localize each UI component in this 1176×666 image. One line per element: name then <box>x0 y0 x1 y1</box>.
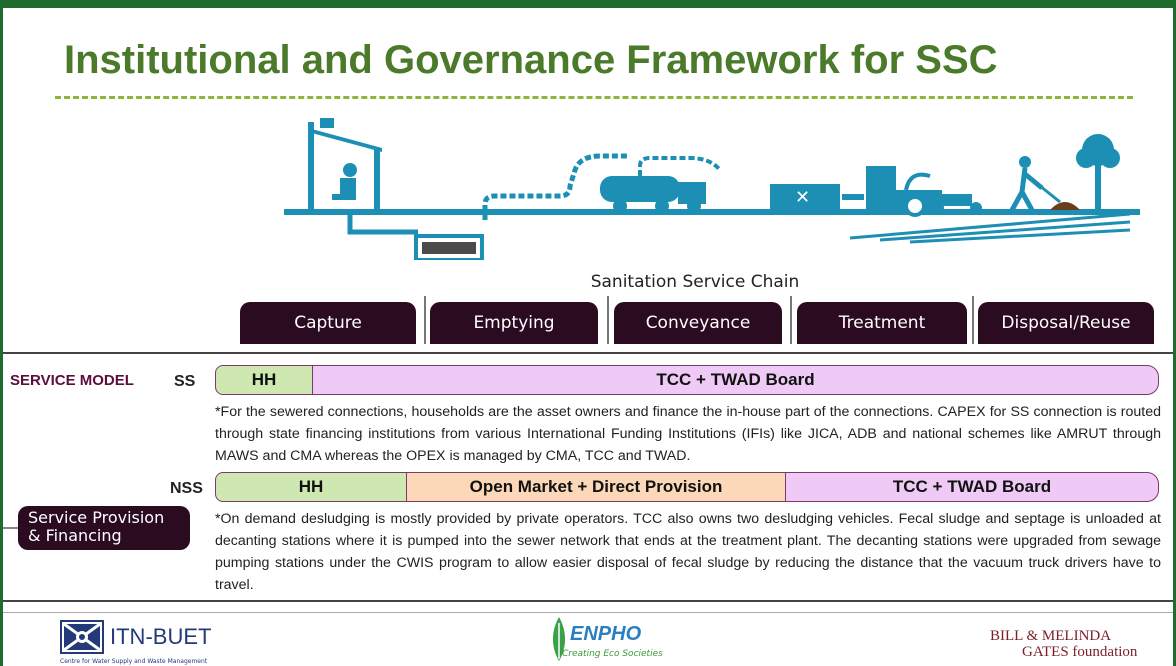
leaf-icon <box>552 617 566 661</box>
bar-label: TCC + TWAD Board <box>656 370 815 389</box>
bar-label: HH <box>298 477 324 496</box>
stage-emptying: Emptying <box>430 302 598 344</box>
nss-code: NSS <box>170 480 203 497</box>
itn-buet-subtitle: Centre for Water Supply and Waste Manage… <box>60 658 208 665</box>
stage-treatment: Treatment <box>797 302 967 344</box>
gates-foundation-logo: BILL & MELINDA GATES foundation <box>990 628 1137 660</box>
bar-label: Open Market + Direct Provision <box>469 477 723 496</box>
service-provision-connector <box>3 527 21 529</box>
stage-disposal-reuse: Disposal/Reuse <box>978 302 1154 344</box>
itn-buet-name: ITN-BUET <box>110 624 212 649</box>
stage-divider <box>424 296 426 344</box>
ss-bar-tcc: TCC + TWAD Board <box>312 365 1159 395</box>
ss-code: SS <box>174 373 196 390</box>
stage-capture: Capture <box>240 302 416 344</box>
nss-bar-hh: HH <box>215 472 407 502</box>
bar-label: TCC + TWAD Board <box>892 477 1052 496</box>
service-model-band <box>3 352 1173 602</box>
stage-divider <box>790 296 792 344</box>
itn-buet-logo: ITN-BUET Centre for Water Supply and Was… <box>60 620 212 665</box>
ss-note: *For the sewered connections, households… <box>215 404 1161 464</box>
stage-label: Emptying <box>473 313 555 333</box>
svg-text:✕: ✕ <box>795 187 810 208</box>
gates-line-2: GATES foundation <box>1022 644 1138 660</box>
service-provision-label: Service Provision & Financing <box>18 506 190 550</box>
sanitation-chain-illustration: ✕ <box>284 118 1140 260</box>
nss-note: *On demand desludging is mostly provided… <box>215 511 1161 593</box>
title-divider <box>55 96 1133 99</box>
stage-label: Disposal/Reuse <box>1001 313 1131 333</box>
itn-buet-emblem-icon <box>60 620 104 654</box>
service-model-label: SERVICE MODEL <box>10 372 134 389</box>
enpho-name: ENPHO <box>570 623 642 645</box>
enpho-tagline: Creating Eco Societies <box>562 649 663 659</box>
stage-label: Capture <box>294 313 362 333</box>
stage-divider <box>607 296 609 344</box>
stage-label: Conveyance <box>645 313 751 333</box>
bar-label: HH <box>251 370 277 389</box>
stage-conveyance: Conveyance <box>614 302 782 344</box>
chain-label: Sanitation Service Chain <box>590 272 800 292</box>
nss-bar-open-market: Open Market + Direct Provision <box>406 472 786 502</box>
footer <box>3 612 1173 666</box>
slide-title: Institutional and Governance Framework f… <box>64 38 998 82</box>
ss-bar-hh: HH <box>215 365 313 395</box>
stage-label: Treatment <box>838 313 926 333</box>
stage-divider <box>972 296 974 344</box>
gates-line-1: BILL & MELINDA <box>990 628 1112 644</box>
nss-bar-tcc: TCC + TWAD Board <box>785 472 1159 502</box>
